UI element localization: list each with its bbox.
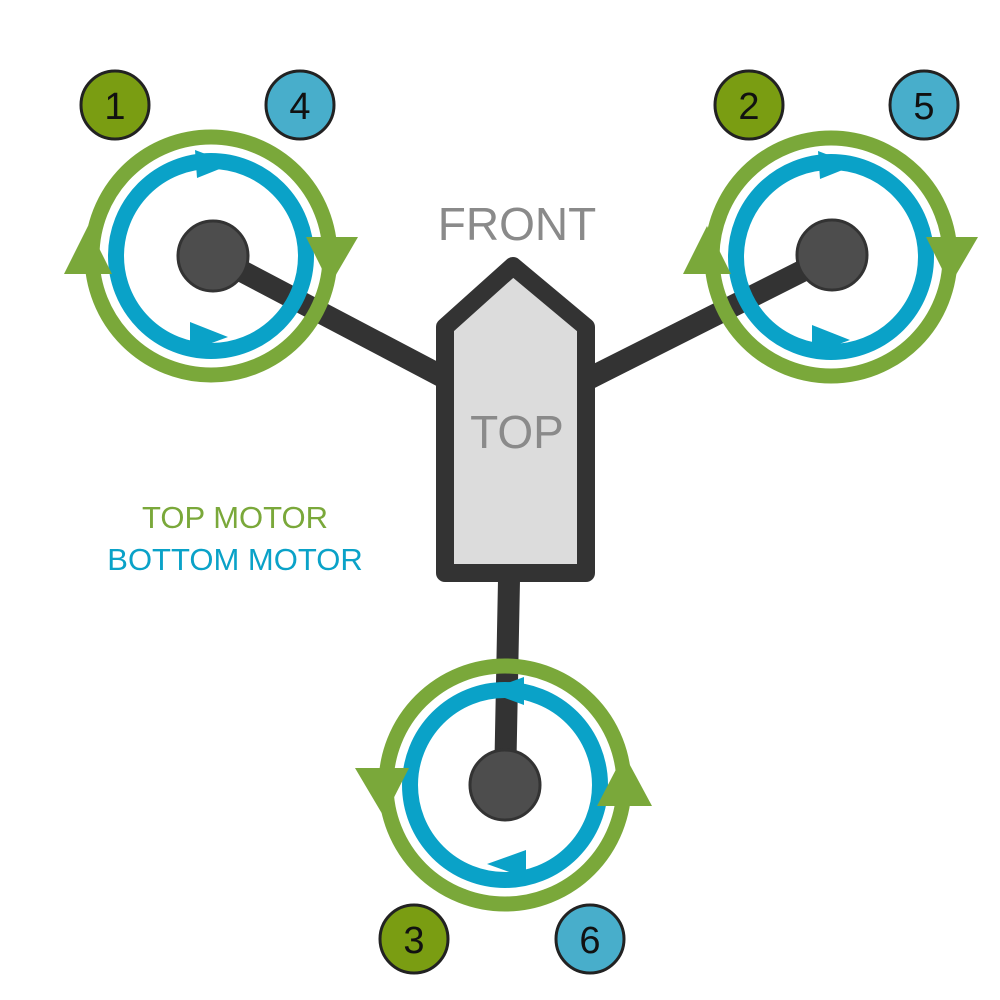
top-motor-arrow [597, 754, 652, 806]
top-label: TOP [470, 406, 564, 458]
motor-badge-label: 4 [289, 86, 310, 128]
legend-bottom-motor: BOTTOM MOTOR [107, 542, 363, 577]
top-motor-arrow [64, 226, 112, 274]
top-motor-arrow [355, 768, 409, 817]
motor-badge-label: 1 [104, 86, 125, 128]
motor-badge-5: 5 [888, 69, 960, 141]
frame-body [436, 257, 595, 582]
motor-group-front-left [64, 129, 358, 383]
arm-front-left [202, 245, 456, 389]
top-motor-arrow [926, 237, 978, 285]
motor-badge-4: 4 [264, 69, 336, 141]
bottom-motor-arrow [812, 325, 850, 354]
bottom-motor-arrow [487, 850, 526, 878]
motor-badge-label: 6 [579, 920, 600, 962]
motor-hub [176, 219, 250, 293]
bottom-motor-arrow [190, 322, 228, 351]
motor-group-rear [355, 658, 652, 912]
arm-front-right [579, 245, 843, 389]
bottom-motor-arrow [486, 677, 524, 705]
motor-badge-3: 3 [378, 903, 450, 975]
motor-hub [795, 218, 869, 292]
motor-badge-6: 6 [554, 903, 626, 975]
motor-badge-label: 2 [738, 86, 759, 128]
motor-badge-label: 5 [913, 86, 934, 128]
top-motor-arrow [306, 237, 358, 285]
motor-badge-2: 2 [713, 69, 785, 141]
front-label: FRONT [438, 198, 596, 250]
motor-group-front-right [683, 130, 978, 384]
motor-badge-1: 1 [79, 69, 151, 141]
top-motor-arrow [683, 226, 731, 274]
bottom-motor-arrow [818, 151, 855, 179]
motor-hub [468, 748, 542, 822]
legend-top-motor: TOP MOTOR [141, 500, 329, 535]
motor-badge-label: 3 [403, 920, 424, 962]
bottom-motor-arrow [195, 150, 232, 178]
